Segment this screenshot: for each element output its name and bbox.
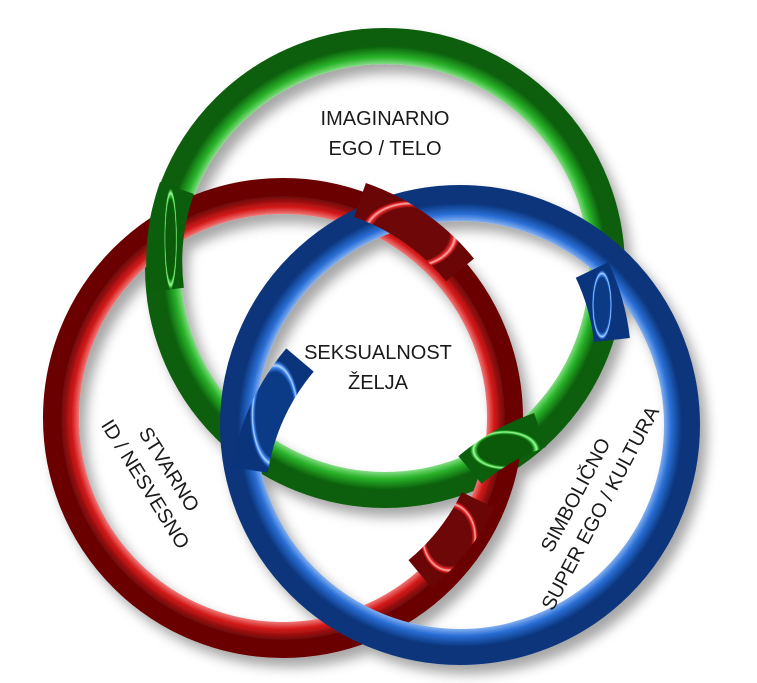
imaginary-title: IMAGINARNO <box>321 108 450 130</box>
center-subtitle: ŽELJA <box>348 371 409 394</box>
center-title: SEKSUALNOST <box>304 342 452 364</box>
imaginary-subtitle: EGO / TELO <box>329 138 442 160</box>
weave-green-over-blue <box>470 430 540 470</box>
weave-blue-over-green <box>592 270 612 340</box>
weave-green-over-red <box>164 188 177 290</box>
real-label-group: STVARNO ID / NESVESNO <box>96 401 217 553</box>
